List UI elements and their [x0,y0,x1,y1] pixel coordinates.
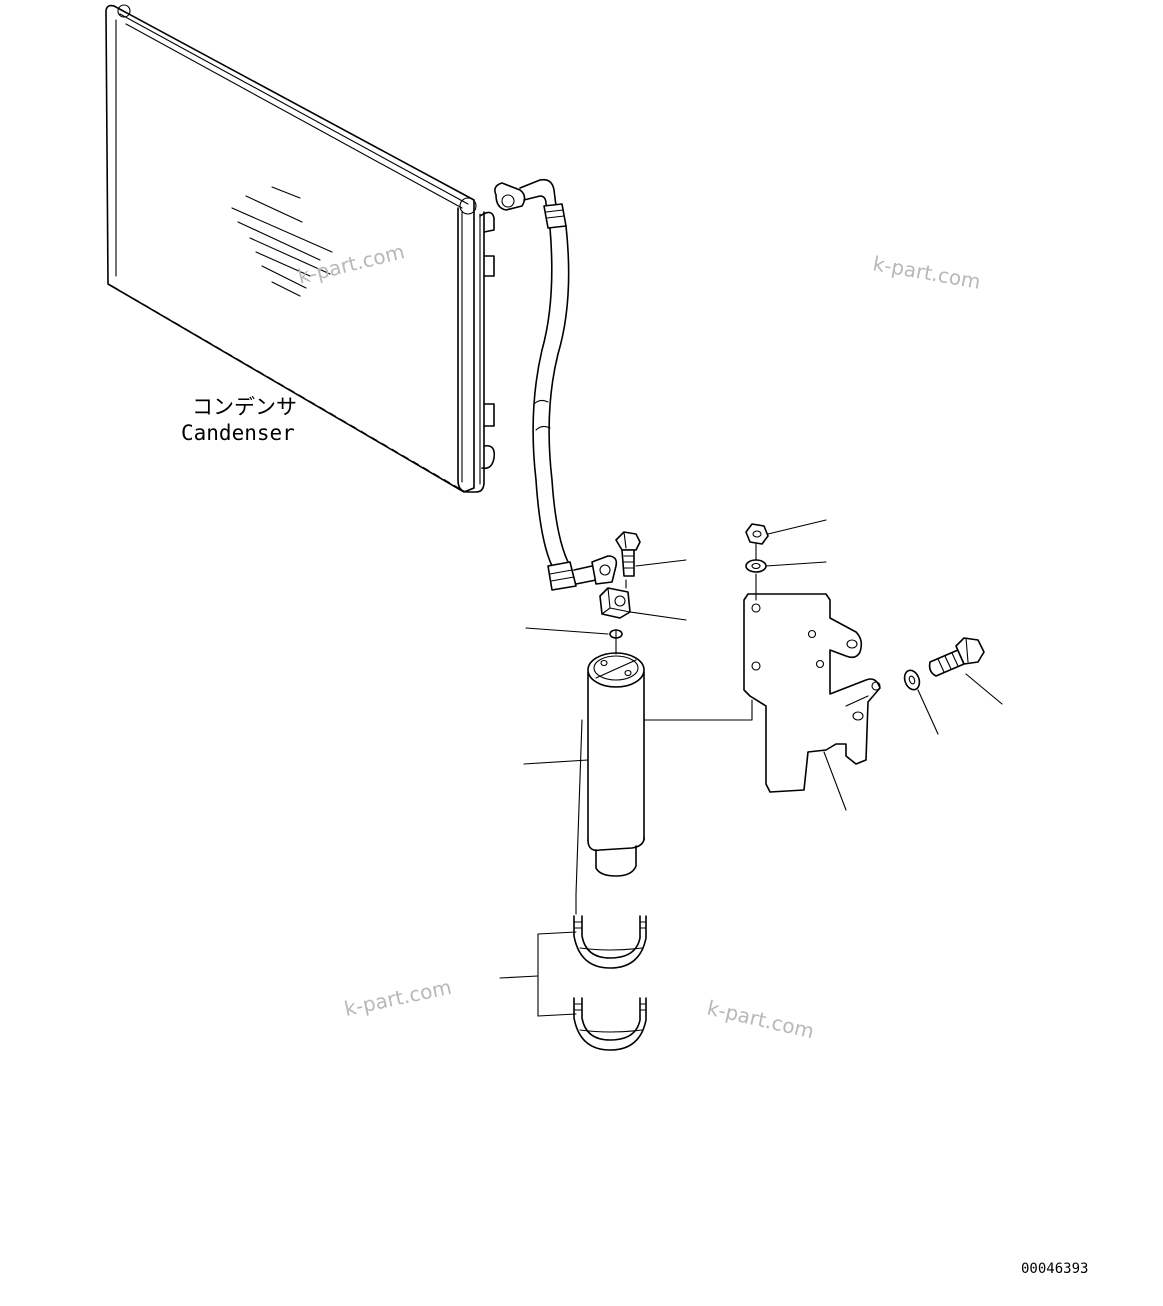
receiver-drier [587,652,645,877]
watermark: k-part.com [871,251,982,294]
watermark: k-part.com [342,975,454,1021]
refrigerant-hose [494,178,618,591]
condenser-label-jp: コンデンサ [192,395,297,419]
drawing-number: 00046393 [1021,1261,1088,1277]
u-clamp-lower [573,997,647,1051]
washer-upper [745,559,767,573]
u-clamp-upper [573,915,647,969]
side-washer [903,669,921,691]
watermark: k-part.com [295,239,406,289]
hex-nut [745,523,769,545]
condenser-label-en: Candenser [181,421,295,445]
watermark: k-part.com [705,995,816,1043]
block-fitting [599,587,631,619]
mounting-bracket [743,593,881,793]
leader-lines [499,519,1003,1017]
condenser [105,4,496,493]
side-bolt [928,637,985,677]
hose-bolt [615,531,641,577]
